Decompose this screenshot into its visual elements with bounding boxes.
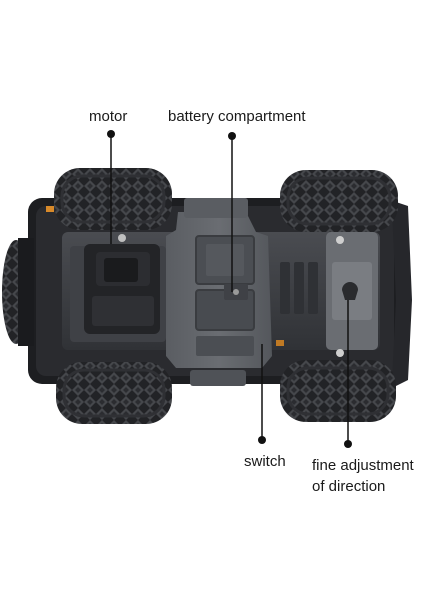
- wheel-front-bottom: [280, 360, 396, 422]
- callout-motor: [107, 130, 115, 244]
- wheel-rear-top: [54, 168, 172, 230]
- label-fine-adjustment: fine adjustment of direction: [312, 455, 414, 497]
- callout-fine-adjustment: [344, 300, 352, 448]
- callout-battery: [228, 132, 236, 292]
- label-fine-adjustment-line1: fine adjustment: [312, 457, 414, 474]
- label-switch: switch: [244, 453, 286, 470]
- wheel-front-top: [280, 170, 398, 232]
- label-motor: motor: [89, 108, 128, 125]
- motor-unit: [84, 234, 160, 334]
- front-bumper: [392, 202, 412, 386]
- wheel-rear-bottom: [56, 362, 172, 424]
- label-fine-adjustment-line2: of direction: [312, 478, 386, 495]
- label-battery-compartment: battery compartment: [168, 108, 306, 125]
- battery-compartment: [166, 212, 272, 368]
- steering-trim-plate: [326, 232, 378, 357]
- callout-switch: [258, 344, 266, 444]
